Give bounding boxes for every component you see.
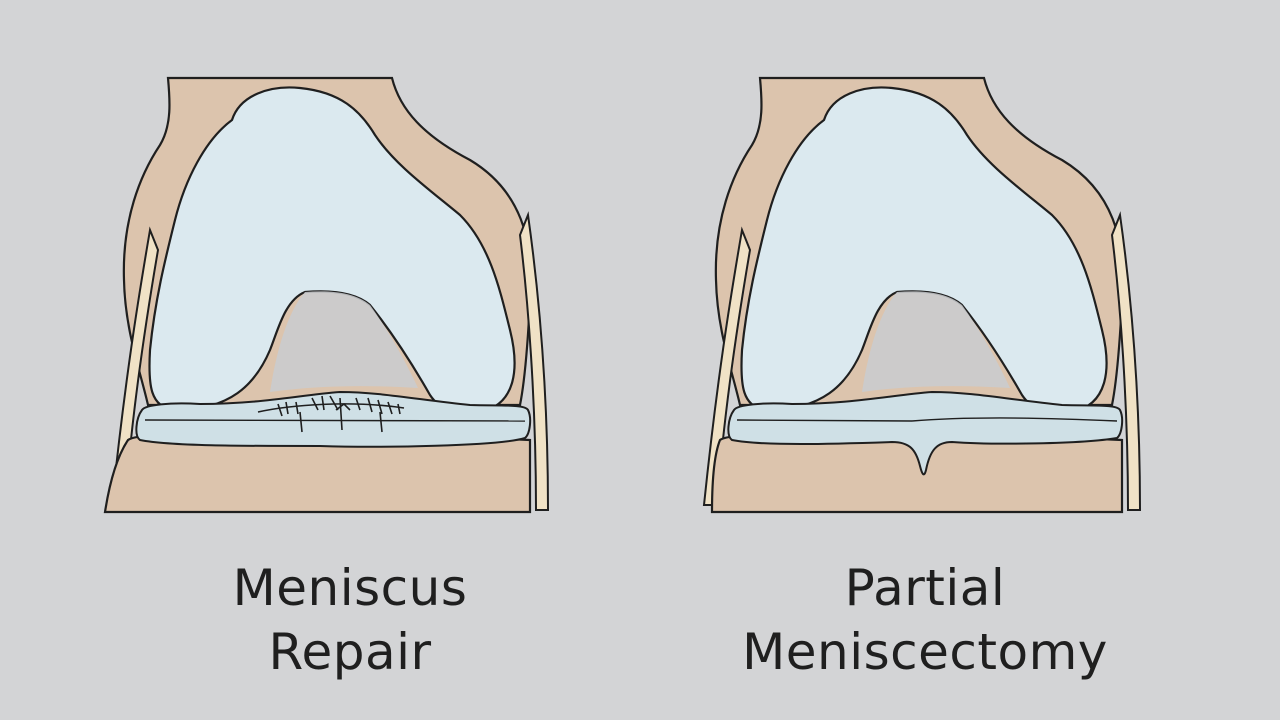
suture-stitches <box>257 395 405 433</box>
caption-line: Meniscectomy <box>742 623 1108 681</box>
femur-condyle <box>740 86 1108 415</box>
meniscus-inner-line <box>736 419 913 422</box>
panel-meniscus-repair <box>0 0 592 540</box>
knee-illustration-meniscectomy <box>702 76 1142 514</box>
intercondylar-notch <box>862 291 1010 392</box>
meniscus-inner-line-right <box>911 417 1118 422</box>
caption-line: Partial <box>844 559 1006 617</box>
caption-meniscus-repair: Meniscus Repair <box>130 556 570 684</box>
meniscus-inner-line <box>144 419 526 422</box>
intercondylar-notch <box>270 291 418 392</box>
caption-line: Meniscus <box>232 559 468 617</box>
panel-partial-meniscectomy <box>592 0 1184 540</box>
caption-line: Repair <box>268 623 432 681</box>
outer-strip-right <box>518 211 550 511</box>
meniscus-band <box>135 390 532 448</box>
outer-strip-right <box>1110 211 1142 511</box>
meniscus-trimmed <box>727 390 1124 476</box>
caption-partial-meniscectomy: Partial Meniscectomy <box>690 556 1160 684</box>
knee-illustration-repair <box>103 76 550 514</box>
femur-condyle <box>148 86 516 415</box>
